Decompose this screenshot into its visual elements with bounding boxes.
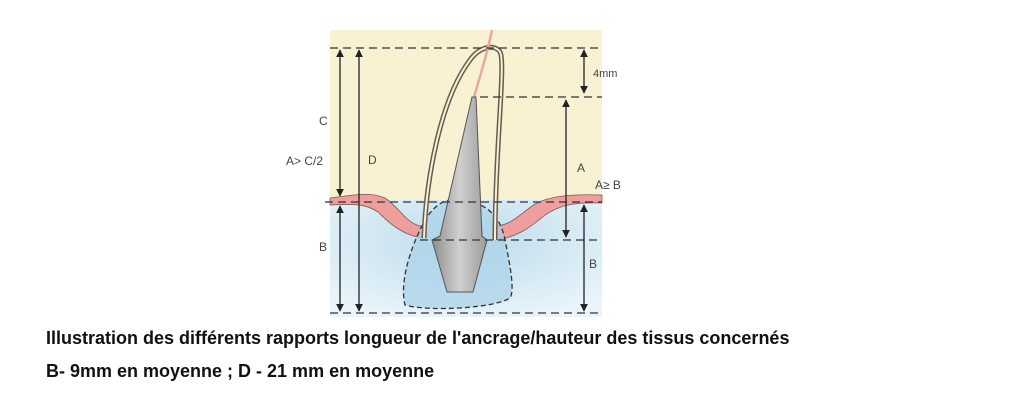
caption-line-2: B- 9mm en moyenne ; D - 21 mm en moyenne — [46, 361, 435, 381]
label-a: A — [577, 161, 585, 175]
hair-cone — [431, 96, 488, 293]
label-d: D — [368, 153, 377, 167]
label-4mm: 4mm — [593, 68, 617, 80]
caption-line-1: Illustration des différents rapports lon… — [46, 328, 790, 348]
hair-strand — [472, 29, 494, 98]
label-c: C — [319, 114, 328, 128]
label-a-ge-b: A≥ B — [595, 178, 621, 192]
label-b-right: B — [589, 257, 597, 271]
reference-lines — [325, 47, 602, 314]
measurement-arrows — [336, 49, 588, 312]
label-b-left: B — [319, 240, 327, 254]
label-a-gt-c2: A> C/2 — [286, 154, 323, 168]
